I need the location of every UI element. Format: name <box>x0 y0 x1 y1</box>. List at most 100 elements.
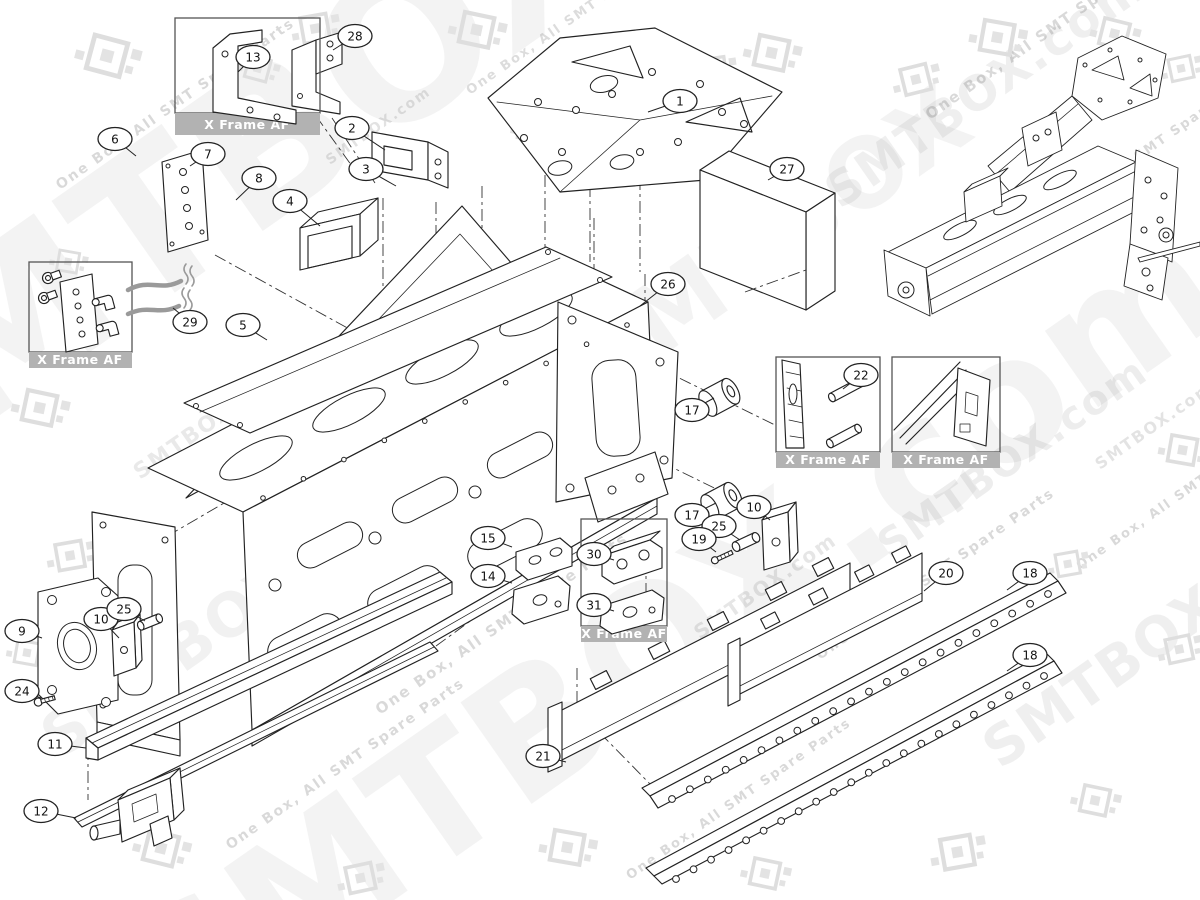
part-1-top-bracket <box>487 27 783 193</box>
callout-number: 24 <box>14 684 29 698</box>
callout-number: 11 <box>47 737 62 751</box>
callout-number: 26 <box>660 277 675 291</box>
callout-number: 31 <box>586 598 601 612</box>
callout-8: 8 <box>235 165 277 201</box>
inset-label: X Frame AF <box>37 352 122 367</box>
callout-number: 9 <box>18 624 26 638</box>
inset-label: X Frame AF <box>204 117 289 132</box>
part-25-pin-right <box>731 532 761 552</box>
part-24-screw <box>33 695 56 707</box>
callout-4: 4 <box>272 188 321 227</box>
callout-number: 19 <box>691 532 706 546</box>
callout-number: 15 <box>480 531 495 545</box>
roller-part-17-upper <box>698 377 741 417</box>
callout-17: 17 <box>674 502 717 528</box>
callout-2: 2 <box>334 115 386 151</box>
callout-18: 18 <box>1006 642 1048 672</box>
callout-number: 20 <box>938 566 953 580</box>
callout-number: 7 <box>204 147 212 161</box>
part-5-cover-plate <box>183 246 613 434</box>
part-18-rail-upper <box>641 572 1067 809</box>
inset-box-corner-detail: X Frame AF <box>891 356 1001 468</box>
part-31-plate <box>599 589 665 635</box>
callout-7: 7 <box>189 141 226 167</box>
part-10-block-right <box>761 501 799 571</box>
part-7-plate <box>161 149 209 253</box>
inset-box-30-31: X Frame AF <box>580 518 668 642</box>
qr-pattern <box>1157 432 1200 468</box>
callout-21: 21 <box>525 743 567 769</box>
qr-pattern <box>892 61 940 98</box>
callout-number: 6 <box>111 132 119 146</box>
qr-pattern <box>930 832 986 872</box>
callout-3: 3 <box>348 156 397 187</box>
callout-number: 18 <box>1022 648 1037 662</box>
callout-number: 10 <box>93 612 108 626</box>
part-29-tubes <box>125 263 195 317</box>
qr-pattern <box>74 32 143 80</box>
assembled-x-frame-view <box>883 35 1200 317</box>
callout-number: 1 <box>676 94 684 108</box>
callout-12: 12 <box>23 798 77 824</box>
part-25-pin-left <box>136 613 164 631</box>
callout-number: 30 <box>586 547 601 561</box>
qr-pattern <box>739 855 793 891</box>
inset-label: X Frame AF <box>903 452 988 467</box>
callout-number: 21 <box>535 749 550 763</box>
callout-number: 8 <box>255 171 263 185</box>
inset-label: X Frame AF <box>581 626 666 641</box>
callout-number: 10 <box>746 500 761 514</box>
part-13-bracket <box>212 29 297 125</box>
callout-number: 29 <box>182 315 197 329</box>
callout-30: 30 <box>576 541 615 567</box>
callout-5: 5 <box>225 312 268 341</box>
callout-number: 18 <box>1022 566 1037 580</box>
callout-31: 31 <box>576 592 615 618</box>
part-4-duct-block <box>299 197 379 271</box>
qr-pattern <box>1048 549 1089 579</box>
qr-pattern <box>1161 53 1200 84</box>
callout-number: 5 <box>239 318 247 332</box>
qr-pattern <box>1157 633 1200 666</box>
callout-number: 25 <box>711 519 726 533</box>
callout-layer: 1234567891025241112132827261717102519151… <box>4 23 1048 824</box>
frame-edge-detail <box>781 359 805 449</box>
callout-6: 6 <box>97 126 137 157</box>
qr-pattern <box>1069 782 1123 818</box>
callout-1: 1 <box>647 88 698 114</box>
callout-19: 19 <box>681 526 717 553</box>
part-18-rail-lower <box>645 652 1063 885</box>
callout-15: 15 <box>470 525 513 551</box>
callout-27: 27 <box>767 156 805 182</box>
inset-box-13: X Frame AF <box>174 17 321 135</box>
callout-number: 22 <box>853 368 868 382</box>
callout-22: 22 <box>842 362 879 390</box>
callout-18: 18 <box>1006 560 1048 591</box>
callout-29: 29 <box>172 307 208 335</box>
part-9-flange-plate <box>37 577 119 715</box>
callout-20: 20 <box>923 560 964 592</box>
part-28-bracket <box>291 31 343 115</box>
callout-number: 2 <box>348 121 356 135</box>
part-2-bracket <box>371 131 449 189</box>
part-11-rail <box>85 571 453 761</box>
callout-number: 25 <box>116 602 131 616</box>
callout-number: 4 <box>286 194 294 208</box>
part-19-screw <box>710 549 734 565</box>
qr-pattern <box>447 9 508 51</box>
callout-24: 24 <box>4 678 42 704</box>
callout-number: 27 <box>779 162 794 176</box>
callout-number: 28 <box>347 29 362 43</box>
callout-17: 17 <box>674 397 715 423</box>
callout-14: 14 <box>470 563 513 589</box>
part-12-rail-with-motor <box>73 641 439 847</box>
qr-pattern <box>538 827 599 868</box>
callout-number: 17 <box>684 508 699 522</box>
beam-end-plate <box>555 301 679 523</box>
callout-28: 28 <box>332 23 373 51</box>
part-27-panel-box <box>699 150 836 311</box>
callout-11: 11 <box>37 731 87 757</box>
frame-corner-detail <box>893 361 991 447</box>
qr-pattern <box>968 17 1029 58</box>
